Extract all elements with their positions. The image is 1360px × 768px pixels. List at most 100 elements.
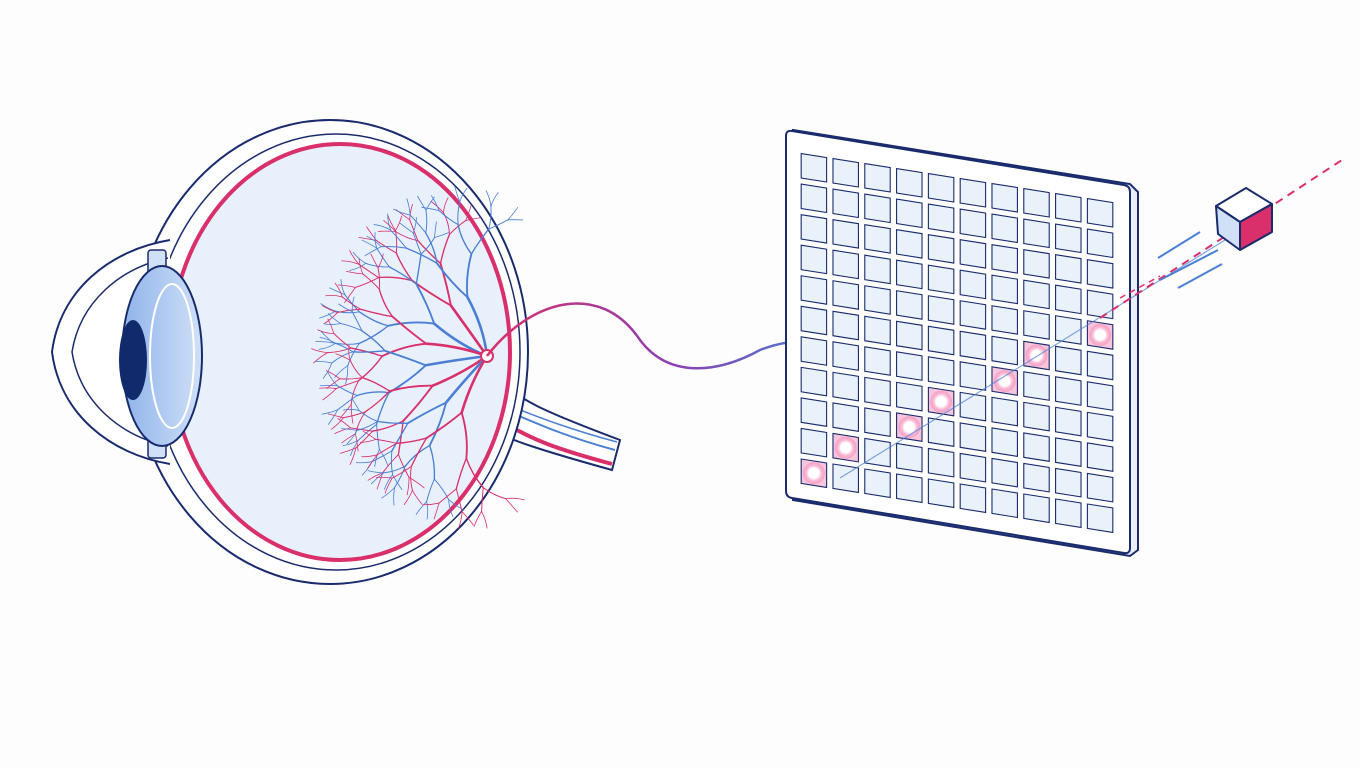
retinal-vessel — [334, 282, 343, 298]
sensor-cell-glow — [993, 370, 1016, 393]
sensor-cell — [1086, 411, 1114, 442]
light-ray-blue-2 — [1159, 249, 1219, 281]
retinal-vessel — [448, 220, 467, 235]
retinal-vessel — [378, 448, 389, 467]
sensor-cell — [800, 305, 828, 336]
sensor-cell — [896, 442, 923, 473]
retinal-vessel — [349, 250, 360, 265]
sensor-cell — [927, 447, 955, 478]
sensor-cell — [991, 213, 1018, 244]
retinal-vessel — [359, 438, 377, 443]
sensor-cell — [864, 162, 891, 193]
retinal-vessel — [320, 331, 333, 343]
retinal-vessel — [360, 308, 394, 318]
retinal-vessel — [321, 409, 339, 415]
sensor-cell — [991, 427, 1018, 457]
cube-right — [1239, 203, 1273, 251]
retinal-vessel — [460, 411, 468, 460]
retinal-vessel — [355, 430, 374, 449]
retinal-vessel — [339, 447, 357, 454]
retinal-vessel — [410, 437, 428, 468]
retinal-vessel — [507, 207, 519, 221]
retinal-vessel — [349, 359, 363, 379]
retinal-vessel — [340, 322, 363, 332]
retinal-vessel — [391, 315, 428, 345]
sensor-cell-glow — [802, 462, 825, 485]
retinal-vessel — [383, 220, 397, 233]
retinal-vessel — [417, 195, 427, 211]
retinal-vessel — [311, 348, 329, 354]
sensor-cell — [896, 229, 923, 259]
retinal-vessel — [411, 489, 423, 506]
retinal-vessel — [388, 266, 417, 285]
sensor-cell — [1086, 289, 1114, 320]
retinal-vessel — [392, 474, 403, 490]
sensor-cell — [896, 473, 923, 504]
retinal-vessel — [403, 489, 413, 505]
retinal-vessel — [395, 215, 403, 231]
sensor-cell — [1055, 498, 1082, 529]
sensor-cell — [864, 468, 891, 499]
retinal-vessel — [356, 391, 390, 397]
retinal-vessel — [337, 394, 358, 411]
sensor-cell — [1023, 462, 1050, 493]
retinal-vessel — [393, 487, 396, 506]
sensor-cell — [991, 305, 1018, 335]
retinal-vessel — [377, 276, 414, 282]
retinal-vessel — [428, 401, 448, 447]
sensor-cell — [991, 457, 1018, 488]
retinal-vessel — [388, 384, 434, 393]
retinal-vessel — [346, 429, 358, 445]
retinal-vessel — [406, 198, 411, 216]
retinal-vessel — [376, 420, 409, 425]
retinal-vessel — [341, 296, 362, 310]
retinal-vessel — [335, 342, 360, 345]
sensor-cell — [896, 320, 923, 351]
retinal-vessel — [505, 498, 518, 513]
retinal-vessel — [349, 427, 374, 432]
sensor-cell — [959, 361, 987, 391]
retinal-vessel — [404, 444, 431, 467]
sensor-cell — [800, 336, 828, 366]
retinal-vessel — [371, 450, 393, 463]
retinal-vessel — [336, 384, 358, 396]
sensor-cell — [1055, 437, 1082, 467]
sensor-cell — [991, 396, 1018, 427]
retinal-vessel — [381, 487, 396, 499]
retinal-vessel — [482, 487, 507, 500]
retinal-vessel — [405, 247, 438, 264]
retinal-vessel — [350, 404, 354, 424]
sensor-cell — [864, 193, 891, 224]
retinal-vessel — [315, 340, 333, 343]
retinal-vessel — [481, 510, 488, 529]
retinal-vessel — [364, 390, 391, 413]
sensor-cell — [1023, 371, 1050, 401]
retinal-vessel — [376, 442, 398, 456]
retinal-vessel — [362, 430, 377, 440]
retinal-vessel — [323, 323, 342, 325]
retinal-vessel — [325, 294, 343, 298]
retinal-vessel — [355, 461, 373, 464]
sensor-cell — [959, 239, 987, 269]
retinal-vessel — [425, 411, 463, 439]
retinal-vessel — [458, 511, 463, 529]
sensor-cell — [991, 274, 1018, 305]
retinal-vessel — [348, 344, 351, 361]
retinal-vessel — [358, 423, 378, 441]
sensor-cell — [832, 341, 859, 371]
sensor-cell — [832, 157, 859, 188]
retinal-vessel — [395, 252, 414, 282]
retinal-vessel — [376, 476, 393, 479]
retinal-vessel — [443, 197, 449, 214]
sensor-cell — [991, 182, 1018, 213]
sensor-cell — [1023, 249, 1050, 279]
retinal-vessel — [443, 212, 450, 235]
retinal-vessel — [431, 195, 440, 211]
sensor-cell — [800, 214, 828, 244]
retinal-vessel — [345, 270, 364, 275]
sensor-cell — [1023, 279, 1050, 310]
retinal-vessel — [448, 499, 454, 518]
retinal-vessel — [387, 215, 396, 231]
retinal-vessel — [422, 502, 440, 506]
retinal-vessel — [351, 311, 363, 332]
